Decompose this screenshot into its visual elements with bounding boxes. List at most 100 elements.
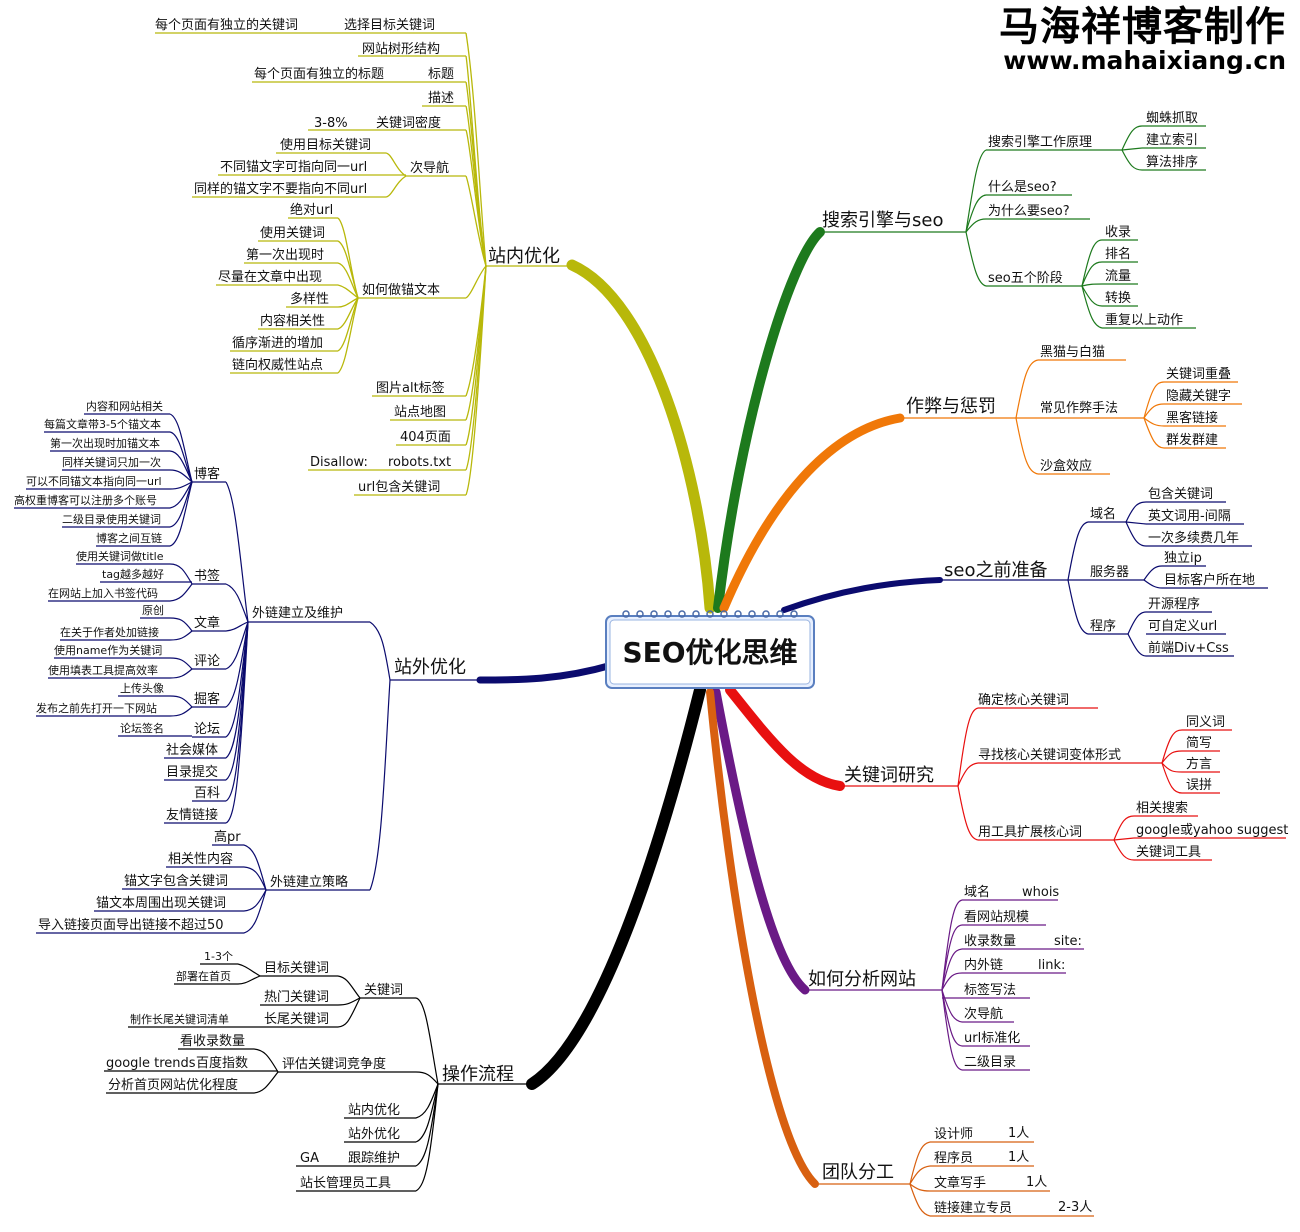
offpage-strategy-1: 高pr [214, 829, 241, 845]
onpage-subnav-2: 不同锚文字可指向同一url [220, 159, 367, 175]
offpage-social: 社会媒体 [166, 742, 218, 758]
preparation-branch [940, 501, 1268, 657]
keyword-research-variant-2: 简写 [1186, 735, 1212, 751]
onpage-robots-note: Disallow: [310, 455, 368, 470]
offpage-labels: 站外优化 外链建立及维护 博客 内容和网站相关 每篇文章带3-5个锚文本 第一次… [14, 399, 466, 933]
onpage-anchor-7: 循序渐进的增加 [232, 335, 323, 351]
keyword-research-tool-2: google或yahoo suggest [1136, 823, 1288, 838]
branch-preparation-trunk [781, 577, 943, 613]
offpage-strategy-4: 锚文本周围出现关键词 [96, 896, 226, 911]
onpage-anchor-3: 第一次出现时 [246, 247, 324, 263]
branch-team-trunk [706, 688, 819, 1188]
keyword-research-tools: 用工具扩展核心词 [978, 825, 1082, 840]
onpage-density: 关键词密度 [376, 115, 441, 131]
onpage-anchor-1: 绝对url [290, 202, 333, 218]
preparation-program: 程序 [1090, 619, 1116, 634]
site-analysis-links: 内外链 [964, 957, 1003, 973]
keyword-research-tool-1: 相关搜索 [1136, 801, 1188, 816]
offpage-comment-2: 使用填表工具提高效率 [48, 663, 158, 677]
site-analysis-links-note: link: [1038, 958, 1065, 973]
offpage-article: 文章 [194, 615, 220, 631]
search-engine-principle-2: 建立索引 [1146, 133, 1198, 148]
offpage-article-2: 在关于作者处加链接 [60, 625, 159, 639]
onpage-robots: robots.txt [388, 455, 451, 470]
workflow-target: 目标关键词 [264, 961, 329, 976]
search-engine-labels: 搜索引擎与seo 搜索引擎工作原理 蜘蛛抓取 建立索引 算法排序 什么是seo?… [822, 111, 1198, 328]
workflow-assess-1: 看收录数量 [180, 1033, 245, 1049]
keyword-research-variant-4: 误拼 [1186, 778, 1212, 793]
workflow-webmaster: 站长管理员工具 [300, 1176, 391, 1191]
site-analysis-domain: 域名 [964, 884, 990, 900]
offpage-blog-4: 同样关键词只加一次 [62, 455, 161, 469]
offpage-strategy-3: 锚文字包含关键词 [124, 873, 228, 889]
search-engine-principle-1: 蜘蛛抓取 [1146, 111, 1198, 126]
team-programmer-n: 1人 [1008, 1150, 1029, 1165]
search-engine-what: 什么是seo? [988, 180, 1057, 195]
keyword-research-labels: 关键词研究 确定核心关键词 寻找核心关键词变体形式 同义词 简写 方言 误拼 用… [844, 693, 1288, 860]
onpage-anchor-4: 尽量在文章中出现 [218, 269, 322, 285]
keyword-research-branch [840, 707, 1286, 861]
search-engine-stage-3: 流量 [1105, 269, 1131, 284]
offpage-blog: 博客 [194, 466, 220, 482]
workflow-target-1: 1-3个 [204, 950, 233, 963]
site-analysis-label: 如何分析网站 [808, 969, 916, 990]
spiral-binding [622, 610, 798, 618]
onpage-anchor-2: 使用关键词 [260, 225, 325, 241]
workflow-labels: 操作流程 关键词 目标关键词 1-3个 部署在首页 热门关键词 长尾关键词 制作… [106, 950, 514, 1191]
preparation-program-1: 开源程序 [1148, 597, 1200, 612]
branch-site-analysis-trunk [711, 687, 810, 995]
offpage-comment-1: 使用name作为关键词 [54, 643, 162, 657]
site-analysis-url: url标准化 [964, 1031, 1020, 1046]
team-labels: 团队分工 设计师 1人 程序员 1人 文章写手 1人 链接建立专员 2-3人 [822, 1126, 1092, 1216]
offpage-blog-6: 高权重博客可以注册多个账号 [14, 493, 157, 507]
team-linker: 链接建立专员 [934, 1200, 1012, 1216]
preparation-program-3: 前端Div+Css [1148, 640, 1229, 656]
cheating-hats: 黑猫与白猫 [1040, 344, 1105, 360]
cheating-labels: 作弊与惩罚 黑猫与白猫 常见作弊手法 关键词重叠 隐藏关键字 黑客链接 群发群建… [906, 344, 1231, 474]
workflow-target-2: 部署在首页 [176, 969, 231, 983]
keyword-research-label: 关键词研究 [844, 765, 934, 786]
offpage-blog-5: 可以不同锚文本指向同一url [26, 474, 162, 488]
offpage-strategy: 外链建立策略 [270, 874, 348, 890]
center-card-inner [609, 619, 811, 685]
workflow-offpage: 站外优化 [348, 1127, 400, 1142]
onpage-desc: 描述 [428, 91, 454, 106]
branch-cheating-trunk [719, 413, 905, 613]
cheating-sandbox: 沙盒效应 [1040, 458, 1092, 474]
search-engine-principle-3: 算法排序 [1146, 155, 1198, 170]
offpage-forum-1: 论坛签名 [120, 721, 164, 735]
workflow-hot: 热门关键词 [264, 990, 329, 1005]
header-title: 马海祥博客制作 [999, 4, 1286, 50]
team-designer-n: 1人 [1008, 1126, 1029, 1141]
offpage-blog-7: 二级目录使用关键词 [62, 512, 161, 526]
cheating-label: 作弊与惩罚 [906, 396, 996, 417]
team-writer: 文章写手 [934, 1175, 986, 1191]
branch-workflow-trunk [526, 684, 706, 1090]
offpage-blog-1: 内容和网站相关 [86, 399, 163, 413]
team-branch [815, 1141, 1094, 1217]
main-branches [476, 227, 943, 1188]
team-label: 团队分工 [822, 1162, 894, 1183]
offpage-directory: 目录提交 [166, 764, 218, 780]
preparation-server: 服务器 [1090, 564, 1129, 580]
center-node: SEO优化思维 [605, 610, 815, 689]
site-analysis-indexed: 收录数量 [964, 934, 1016, 949]
workflow-track: 跟踪维护 [348, 1151, 400, 1166]
onpage-404: 404页面 [400, 430, 451, 445]
keyword-research-variants: 寻找核心关键词变体形式 [978, 747, 1121, 763]
onpage-density-note: 3-8% [314, 116, 348, 131]
cheating-branch [900, 359, 1242, 475]
branch-offpage-trunk [476, 661, 616, 684]
onpage-label: 站内优化 [488, 246, 560, 267]
offpage-blog-2: 每篇文章带3-5个锚文本 [44, 417, 161, 431]
offpage-friend: 友情链接 [166, 807, 218, 823]
offpage-strategy-5: 导入链接页面导出链接不超过50 [38, 917, 224, 933]
workflow-keyword: 关键词 [364, 983, 403, 998]
search-engine-branch [820, 125, 1206, 329]
site-analysis-domain-note: whois [1022, 885, 1059, 900]
offpage-digg-2: 发布之前先打开一下网站 [36, 701, 157, 715]
preparation-server-2: 目标客户所在地 [1164, 572, 1255, 588]
cheating-methods: 常见作弊手法 [1040, 400, 1118, 416]
preparation-domain-1: 包含关键词 [1148, 486, 1213, 502]
onpage-subnav: 次导航 [410, 160, 449, 176]
